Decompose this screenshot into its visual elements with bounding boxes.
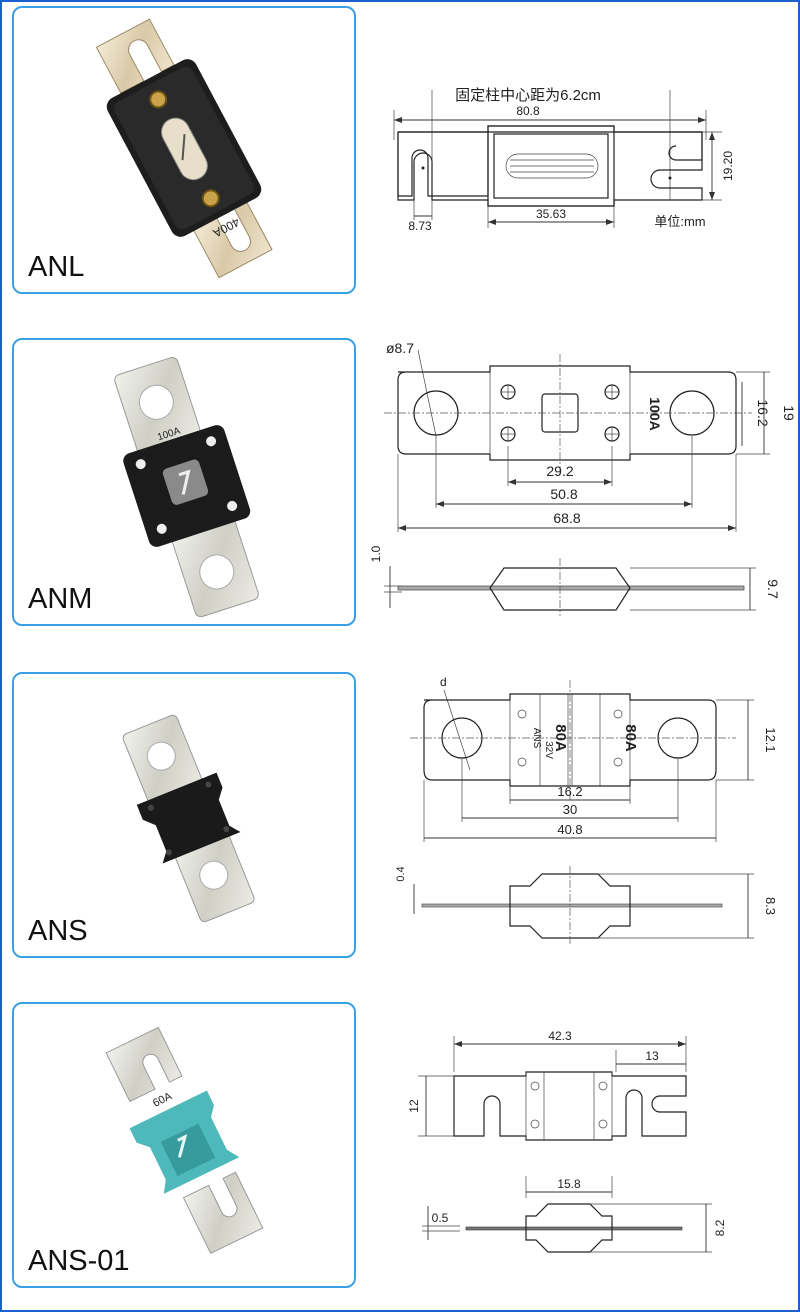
ans-01-dim-thickness: 0.5 bbox=[432, 1211, 449, 1225]
product-name-anm: ANM bbox=[28, 583, 93, 615]
ans-hole-label: d bbox=[440, 675, 447, 689]
ans-01-dim-body: 15.8 bbox=[557, 1177, 581, 1191]
product-card-anm[interactable]: 100A ANM bbox=[12, 338, 356, 626]
ans-body-text-rating-b: 80A bbox=[622, 724, 639, 752]
ans-dim-width: 12.1 bbox=[763, 727, 778, 752]
anm-dim-hole: ø8.7 bbox=[386, 340, 414, 356]
anl-dim-body: 35.63 bbox=[536, 207, 566, 221]
product-name-ans: ANS bbox=[28, 915, 88, 947]
product-name-anl: ANL bbox=[28, 251, 85, 283]
anm-rating: 100A bbox=[647, 397, 663, 430]
anl-dim-slot: 8.73 bbox=[408, 219, 432, 233]
anm-dim-height: 9.7 bbox=[765, 579, 781, 599]
anl-fuse-photo: 400A bbox=[95, 18, 273, 279]
anm-dim-posts: 29.2 bbox=[546, 463, 573, 479]
ans-dim-height: 8.3 bbox=[763, 897, 778, 915]
ans-01-dim-width: 12 bbox=[407, 1099, 421, 1113]
ans-dim-thickness: 0.4 bbox=[395, 866, 407, 881]
anm-dim-length: 68.8 bbox=[553, 510, 580, 526]
ans-dimension-drawing: d ANS 32V 80A 80A 12.1 16.2 30 40.8 0.4 … bbox=[395, 675, 778, 946]
anl-dim-width: 19.20 bbox=[721, 151, 735, 181]
ans-fuse-photo bbox=[122, 714, 255, 923]
ans-dim-body: 16.2 bbox=[557, 784, 582, 799]
ans-dim-length: 40.8 bbox=[557, 822, 582, 837]
anm-dim-body-width: 19 bbox=[781, 405, 797, 421]
ans-body-text-voltage: 32V bbox=[543, 741, 554, 759]
ans-01-fuse-photo: 60A bbox=[105, 1026, 264, 1255]
ans-01-dim-tab: 13 bbox=[645, 1049, 659, 1063]
ans-01-dim-length: 42.3 bbox=[548, 1029, 572, 1043]
anm-dimension-drawing: ø8.7 100A 16.2 19 29.2 50.8 68.8 1.0 9.7 bbox=[369, 340, 797, 616]
ans-body-text-rating-a: 80A bbox=[552, 724, 569, 752]
ans-01-dim-height: 8.2 bbox=[713, 1219, 727, 1236]
anl-unit: 单位:mm bbox=[654, 214, 705, 229]
anl-dim-length: 80.8 bbox=[516, 104, 540, 118]
product-name-ans-01: ANS-01 bbox=[28, 1245, 130, 1277]
anl-dimension-drawing: 固定柱中心距为6.2cm 80.8 19.20 8.73 35.63 单位:mm bbox=[393, 87, 735, 233]
ans-01-dimension-drawing: 42.3 13 12 15.8 0.5 8.2 bbox=[407, 1029, 727, 1253]
anm-dim-width: 16.2 bbox=[755, 399, 771, 426]
product-card-ans-01[interactable]: 60A ANS-01 bbox=[12, 1002, 356, 1288]
ans-dim-holes: 30 bbox=[563, 802, 577, 817]
anm-dim-thickness: 1.0 bbox=[369, 545, 383, 562]
product-card-ans[interactable]: ANS bbox=[12, 672, 356, 958]
anl-note: 固定柱中心距为6.2cm bbox=[455, 87, 601, 104]
anm-fuse-photo: 100A bbox=[114, 356, 259, 618]
ans-01-photo-marking: 60A bbox=[151, 1090, 174, 1110]
product-card-anl[interactable]: 400A ANL bbox=[12, 6, 356, 294]
anm-dim-holes: 50.8 bbox=[550, 486, 577, 502]
ans-body-text-type: ANS bbox=[531, 728, 542, 749]
